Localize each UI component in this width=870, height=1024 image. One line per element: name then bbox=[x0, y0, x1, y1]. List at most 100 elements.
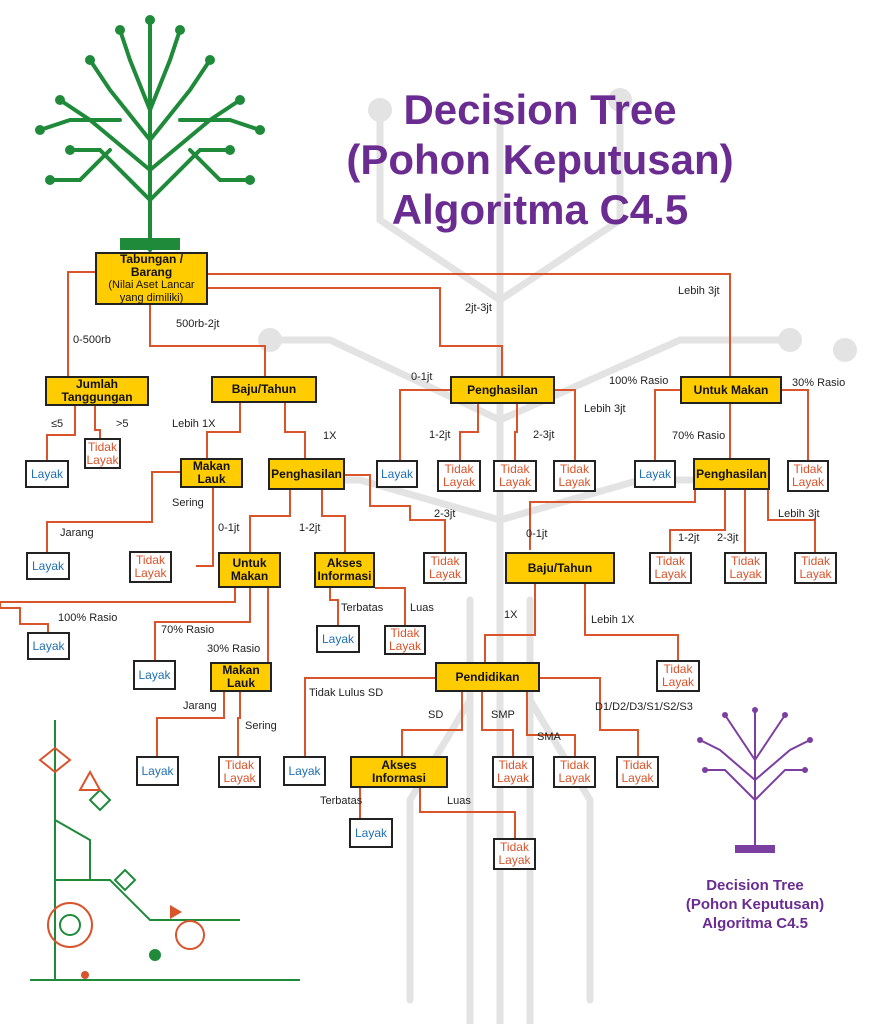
node-penghasilan-top: Penghasilan bbox=[450, 376, 555, 404]
leaf-text-1: Tidak bbox=[136, 553, 165, 567]
edge-label: SMP bbox=[491, 709, 515, 721]
leaf-text-1: Tidak bbox=[560, 758, 589, 772]
edge-label: 1-2jt bbox=[429, 429, 451, 441]
leaf-text-2: Layak bbox=[388, 639, 422, 653]
edge-label: Sering bbox=[172, 497, 204, 509]
leaf-text-2: Layak bbox=[428, 567, 462, 581]
leaf-text-2: Layak bbox=[791, 475, 825, 489]
node-untuk-makan-top: Untuk Makan bbox=[680, 376, 782, 404]
edge-label: ≤5 bbox=[51, 418, 64, 430]
leaf-text-2: Layak bbox=[654, 567, 687, 581]
node-jumlah-line2: Tanggungan bbox=[61, 390, 133, 404]
leaf-layak: Layak bbox=[25, 460, 69, 488]
node-root-label: Tabungan / Barang bbox=[119, 251, 184, 279]
leaf-text: Layak bbox=[321, 631, 355, 646]
leaf-text-1: Tidak bbox=[430, 554, 460, 568]
tree-edges bbox=[0, 271, 816, 838]
leaf-text-1: Tidak bbox=[793, 462, 823, 476]
edge-label: Lebih 3jt bbox=[778, 508, 820, 520]
node-jumlah-tanggungan: Jumlah Tanggungan bbox=[45, 376, 149, 406]
node-baju1-label: Baju/Tahun bbox=[231, 382, 297, 396]
leaf-text: Layak bbox=[288, 763, 321, 778]
leaf-text-2: Layak bbox=[498, 853, 531, 867]
node-root-sub2: yang dimiliki) bbox=[119, 291, 184, 304]
leaf-text-2: Layak bbox=[621, 771, 654, 785]
leaf-text-1: Tidak bbox=[801, 554, 830, 568]
edge-label: 30% Rasio bbox=[792, 377, 846, 389]
leaf-text-2: Layak bbox=[729, 567, 762, 581]
node-pendidikan: Pendidikan bbox=[435, 662, 540, 692]
edge-label: 70% Rasio bbox=[161, 624, 215, 636]
leaf-text-1: Tidak bbox=[500, 840, 529, 854]
leaf-text-1: Tidak bbox=[225, 758, 254, 772]
edge-label: Lebih 3jt bbox=[678, 285, 720, 297]
leaf-layak: Layak bbox=[376, 460, 418, 488]
edge-label: Jarang bbox=[60, 527, 94, 539]
leaf-text-1: Tidak bbox=[656, 554, 685, 568]
leaf-text-2: Layak bbox=[558, 771, 591, 785]
leaf-layak: Layak bbox=[283, 756, 326, 786]
leaf-text-2: Layak bbox=[661, 675, 695, 689]
edge-label: 0-1jt bbox=[411, 371, 433, 383]
node-makan1-line1: Makan bbox=[192, 459, 231, 473]
leaf-text-2: Layak bbox=[498, 475, 532, 489]
leaf-layak: Layak bbox=[136, 756, 179, 786]
edge-label: Terbatas bbox=[341, 602, 384, 614]
node-untuk-makan-2: Untuk Makan bbox=[218, 552, 281, 588]
edge-label: Lebih 1X bbox=[591, 614, 635, 626]
edge-label: 1-2jt bbox=[678, 532, 700, 544]
edge-label: 2-3jt bbox=[717, 532, 739, 544]
leaf-layak: Layak bbox=[634, 460, 676, 488]
edge-label: SD bbox=[428, 709, 444, 721]
node-root: Tabungan / Barang (Nilai Aset Lancar yan… bbox=[95, 252, 208, 305]
leaf-layak: Layak bbox=[349, 818, 393, 848]
node-makan2-line1: Makan bbox=[222, 663, 260, 677]
main-title-line3: Algoritma C4.5 bbox=[391, 186, 689, 233]
node-peng-top-label: Penghasilan bbox=[467, 382, 538, 397]
node-penghasilan-2: Penghasilan bbox=[268, 458, 345, 490]
leaf-text-2: Layak bbox=[223, 771, 256, 785]
leaf-text-1: Tidak bbox=[498, 758, 528, 772]
edge-label: 0-1jt bbox=[218, 522, 240, 534]
edge-label: 100% Rasio bbox=[58, 612, 118, 624]
edge-label: Lebih 3jt bbox=[584, 403, 626, 415]
edge-label: 1-2jt bbox=[299, 522, 321, 534]
leaf-text: Layak bbox=[138, 667, 171, 682]
node-baju-tahun-2: Baju/Tahun bbox=[505, 552, 615, 584]
leaf-text: Layak bbox=[32, 638, 65, 653]
circuit-ornament-icon bbox=[30, 720, 300, 981]
node-makan-lauk-2: Makan Lauk bbox=[210, 662, 272, 692]
leaf-text-2: Layak bbox=[134, 566, 167, 580]
edge-label: Jarang bbox=[183, 700, 217, 712]
edge-label: 2jt-3jt bbox=[465, 302, 492, 314]
node-penghasilan-3: Penghasilan bbox=[693, 458, 770, 490]
edge-label: 1X bbox=[504, 609, 518, 621]
edge-label: 500rb-2jt bbox=[176, 318, 220, 330]
edge-label: Luas bbox=[410, 602, 434, 614]
node-akses-informasi-2: Akses Informasi bbox=[350, 756, 448, 788]
edge-label: Sering bbox=[245, 720, 277, 732]
edge-label: D1/D2/D3/S1/S2/S3 bbox=[595, 701, 693, 713]
leaf-text-1: Tidak bbox=[390, 626, 420, 640]
node-root-sub1: (Nilai Aset Lancar bbox=[108, 278, 195, 291]
node-pendidikan-label: Pendidikan bbox=[455, 669, 520, 684]
leaf-text-2: Layak bbox=[558, 475, 591, 489]
watermark-circuit bbox=[258, 88, 857, 1024]
corner-title-line3: Algoritma C4.5 bbox=[702, 915, 808, 932]
purple-tree-logo-icon bbox=[697, 707, 813, 853]
leaf-text-1: Tidak bbox=[731, 554, 760, 568]
leaf-text-2: Layak bbox=[496, 771, 530, 785]
tree-logo-icon bbox=[35, 15, 265, 252]
node-untuk2-line1: Untuk bbox=[232, 556, 267, 570]
